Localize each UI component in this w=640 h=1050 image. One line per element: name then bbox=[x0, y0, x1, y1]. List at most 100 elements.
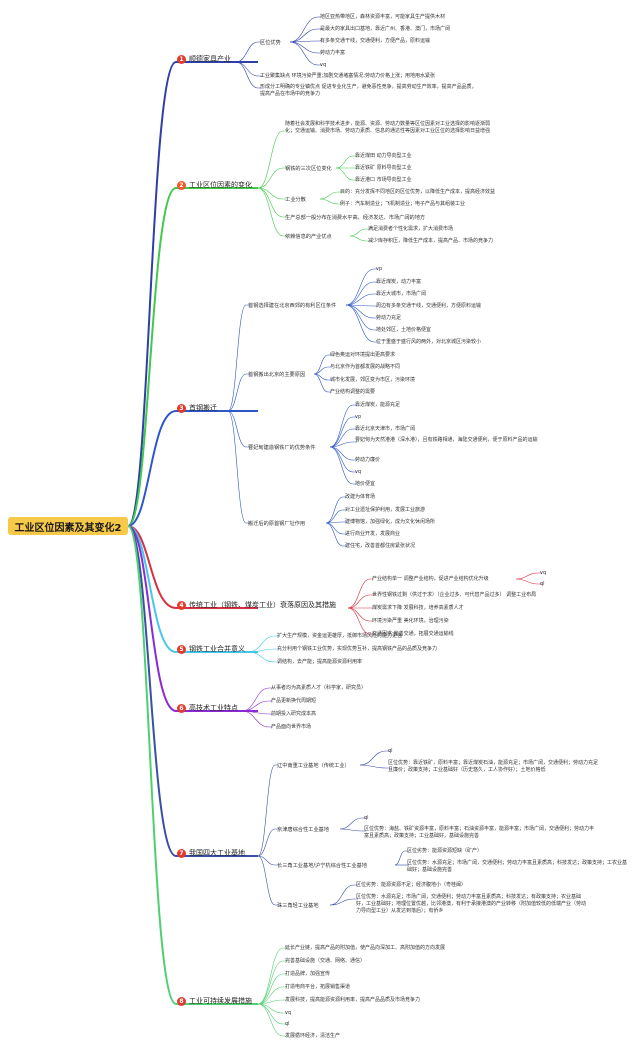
connector bbox=[349, 235, 370, 242]
b4-item: ql bbox=[540, 581, 545, 587]
b2-sub-1[interactable]: 钢铁的三次区位变化 bbox=[285, 166, 332, 172]
b3-sub-2[interactable]: 首钢搬出北京的主要原因 bbox=[248, 372, 306, 378]
connector bbox=[241, 710, 273, 715]
b1-item: 劳动力丰富 bbox=[320, 50, 346, 56]
connector bbox=[127, 525, 258, 653]
b7-sub-4[interactable]: 珠三角轻工业基地 bbox=[277, 903, 319, 909]
connector bbox=[319, 191, 342, 200]
connector bbox=[394, 850, 409, 866]
connector bbox=[329, 898, 358, 906]
b3-sub-1[interactable]: 首钢选择建在北京西郊的有利区位条件 bbox=[248, 303, 337, 309]
b2-sub-2[interactable]: 工业分散 bbox=[285, 197, 306, 203]
b3-item: 靠近煤炭，动力丰富 bbox=[376, 279, 422, 285]
connector bbox=[257, 130, 287, 189]
b6-item: 产品面向世界市场 bbox=[271, 724, 312, 730]
b5-item: 调结构，去产能；提高能源资源利用率 bbox=[277, 659, 363, 665]
b3-item: vp bbox=[355, 414, 362, 420]
connector bbox=[247, 648, 279, 653]
connector bbox=[289, 41, 322, 54]
connector bbox=[257, 855, 279, 906]
connector bbox=[329, 416, 357, 448]
connector bbox=[345, 268, 378, 306]
badge-7: 7 bbox=[177, 848, 186, 858]
root-topic[interactable]: 工业区位因素及其变化2 bbox=[8, 517, 128, 535]
b1-sub-1[interactable]: 区位优势 bbox=[260, 40, 281, 46]
connector bbox=[329, 446, 357, 473]
b7-sub-2[interactable]: 京津唐综合性工业基地 bbox=[277, 827, 329, 833]
b1-note: 工业聚集缺点 环境污染严重;加剧交通堵塞情况;劳动力价格上涨；用地用水紧张 bbox=[260, 73, 435, 79]
b3-item: 对工业遗址保护利用，发展工业旅游 bbox=[345, 507, 426, 513]
connector bbox=[241, 687, 273, 712]
connector bbox=[227, 410, 250, 448]
b2-item: 例子：汽车制造业；飞机制造业；电子产品与其组装工业 bbox=[340, 201, 466, 207]
b7-sub-3[interactable]: 长三角工业基地/沪宁杭综合性工业基地 bbox=[277, 863, 367, 869]
b8-item: 打造电商平台，拓展销售渠道 bbox=[285, 984, 351, 990]
connector bbox=[339, 828, 366, 832]
b7-item: ql bbox=[388, 748, 393, 754]
b4-item: 交通困惑 完善交通，拓展交通运输线 bbox=[372, 631, 454, 637]
connector bbox=[347, 594, 374, 609]
b7-item: 区位优势：水源充足；市场广阔，交通便利；劳动力丰富且素质高；科技发达；有政策支持… bbox=[356, 894, 587, 914]
connector bbox=[329, 428, 357, 448]
connector bbox=[515, 572, 542, 580]
connector bbox=[235, 41, 262, 63]
b3-item: 靠近大城市，市场广阔 bbox=[376, 291, 427, 297]
connector bbox=[329, 404, 357, 448]
b3-item: 地处郊区，土地价格便宜 bbox=[376, 327, 432, 333]
badge-5: 5 bbox=[177, 644, 186, 654]
connector bbox=[325, 521, 347, 524]
b3-sub-4[interactable]: 搬迁后的原首钢厂址作用 bbox=[248, 521, 306, 527]
b2-sub-4[interactable]: 依赖信息的产业优点 bbox=[285, 234, 332, 240]
connector bbox=[257, 1003, 287, 1037]
b2-sub-3[interactable]: 生产总部一般分布在消费水平高、经济发达、市场广阔的地方 bbox=[285, 215, 426, 221]
connector bbox=[347, 607, 374, 635]
b4-item: 煤炭需求下降 发展科技，培养高素质人才 bbox=[372, 605, 464, 611]
connector bbox=[289, 40, 322, 43]
b7-sub-1[interactable]: 辽中南重工业基地（传统工业） bbox=[277, 763, 350, 769]
b6-item: 从事者均为高素质人才（科学家，研究员） bbox=[271, 685, 367, 691]
b8-item: 发展循环经济，清洁生产 bbox=[285, 1033, 341, 1039]
connector bbox=[257, 828, 279, 857]
connector bbox=[257, 187, 287, 237]
badge-8: 8 bbox=[177, 996, 186, 1006]
connector bbox=[345, 281, 378, 306]
b1-item: 有多条交通干线，交通便利，方便产品，原料运输 bbox=[320, 38, 431, 44]
connector bbox=[257, 999, 287, 1005]
connector bbox=[349, 228, 370, 237]
b7-item: 区位劣势：能源资源不足；经济腹地小（粤桂闽） bbox=[356, 882, 467, 888]
connector bbox=[319, 198, 342, 205]
b3-item: 曹妃甸为天然港港（深水港），且有铁路相通，海陆交通便利，便于原料产品的运输 bbox=[355, 437, 538, 443]
b3-item: 与北京作为首都发展的战略不同 bbox=[330, 364, 401, 370]
b6-item: 前期投入研究成本高 bbox=[271, 711, 317, 717]
connector bbox=[241, 700, 273, 712]
b3-item: vq bbox=[355, 469, 362, 475]
connector bbox=[289, 28, 322, 43]
connector bbox=[247, 651, 279, 663]
b3-sub-3[interactable]: 曹妃甸建造钢铁厂的优势条件 bbox=[248, 445, 316, 451]
b2-item: 目的：充分发挥不同地区的区位优势，以降低生产成本，提高经济效益 bbox=[340, 189, 496, 195]
badge-3: 3 bbox=[177, 403, 186, 413]
connector bbox=[247, 635, 279, 653]
b2-note: 随着社会发展和科学技术进步，能源、资源、劳动力数量等区位因素对工业选择的影响逐渐… bbox=[285, 121, 491, 134]
connector bbox=[329, 884, 358, 906]
b1-item: 是最大的家具出口基地，靠近广州、香港、澳门，市场广阔 bbox=[320, 26, 451, 32]
connector bbox=[257, 167, 287, 189]
connector bbox=[347, 578, 374, 609]
connector bbox=[127, 61, 258, 527]
connector bbox=[289, 16, 322, 43]
connector bbox=[345, 304, 378, 343]
connector bbox=[257, 973, 287, 1005]
b2-item: 满足消费者个性化需求，扩大消费市场 bbox=[368, 226, 454, 232]
b2-item: 靠近煤田 动力导向型工业 bbox=[355, 153, 412, 159]
connector bbox=[257, 187, 287, 218]
b3-item: 改建为体育场 bbox=[345, 494, 376, 500]
